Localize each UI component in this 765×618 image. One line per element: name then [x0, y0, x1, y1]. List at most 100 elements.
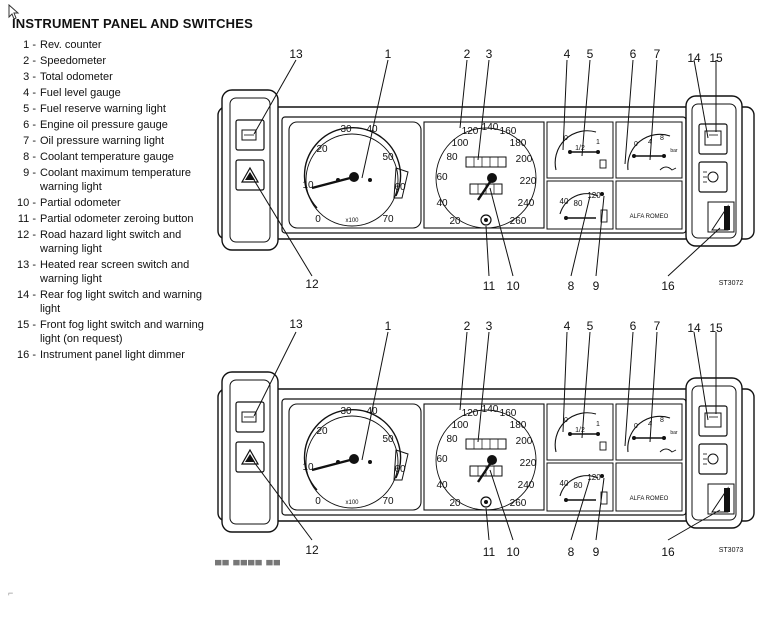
- rev-tick-label: 10: [302, 462, 314, 473]
- callout-label: 5: [587, 319, 594, 333]
- callout-label: 11: [483, 545, 496, 559]
- legend-number: 2 -: [23, 55, 36, 67]
- rev-tick-label: 50: [382, 434, 394, 445]
- callout-label: 4: [564, 319, 571, 333]
- callout-label: 8: [568, 279, 575, 293]
- cursor-icon: [8, 3, 20, 25]
- callout-label: 9: [593, 279, 600, 293]
- leader-lines: [253, 59, 721, 541]
- scan-artifact: ▀▀ ▀▀▀▀ ▀▀: [215, 560, 282, 570]
- coolant-tick-label: 120: [587, 473, 601, 482]
- legend-text: Rev. counter: [40, 39, 102, 51]
- callout-label: 7: [654, 319, 661, 333]
- legend-number: 13 -: [17, 259, 36, 271]
- page-title: INSTRUMENT PANEL AND SWITCHES: [12, 16, 254, 31]
- speed-tick-label: 20: [449, 498, 461, 509]
- legend-number: 10 -: [17, 197, 36, 209]
- speed-tick-label: 100: [452, 138, 469, 149]
- rev-tick-label: 70: [382, 214, 394, 225]
- callout-label: 7: [654, 47, 661, 61]
- brand-label: ALFA ROMEO: [630, 214, 669, 220]
- speed-tick-label: 240: [518, 480, 535, 491]
- callout-label: 3: [486, 319, 493, 333]
- fuel-tick-label: 1/2: [575, 145, 585, 152]
- speed-tick-label: 120: [462, 126, 479, 137]
- legend-item: 11 -Partial odometer zeroing button: [16, 212, 206, 226]
- fuel-tick-label: 0: [564, 135, 568, 142]
- callout-label: 4: [564, 47, 571, 61]
- speed-tick-label: 260: [510, 216, 527, 227]
- speed-tick-label: 240: [518, 198, 535, 209]
- rev-tick-label: 60: [394, 464, 406, 475]
- oil-unit-label: bar: [670, 430, 678, 436]
- legend-item: 6 -Engine oil pressure gauge: [16, 118, 206, 132]
- speed-tick-label: 160: [500, 408, 517, 419]
- legend-item: 1 - Rev. counter: [16, 38, 206, 52]
- legend-text: Oil pressure warning light: [40, 135, 165, 147]
- legend-number: 9 -: [23, 167, 36, 179]
- callout-label: 6: [630, 319, 637, 333]
- rev-tick-label: 70: [382, 496, 394, 507]
- callout-label: 8: [568, 545, 575, 559]
- coolant-tick-label: 40: [560, 197, 569, 206]
- callout-label: 5: [587, 47, 594, 61]
- speed-tick-label: 80: [446, 152, 458, 163]
- rev-tick-label: 0: [315, 214, 321, 225]
- speed-tick-label: 160: [500, 126, 517, 137]
- legend-text: Partial odometer: [40, 197, 121, 209]
- oil-tick-label: 0: [634, 423, 638, 430]
- corner-mark: ⌐: [8, 588, 14, 598]
- legend-number: 16 -: [17, 349, 36, 361]
- speed-tick-label: 80: [446, 434, 458, 445]
- speed-tick-label: 220: [520, 176, 537, 187]
- legend-item: 4 -Fuel level gauge: [16, 86, 206, 100]
- coolant-tick-label: 40: [560, 479, 569, 488]
- rev-tick-label: 0: [315, 496, 321, 507]
- oil-tick-label: 8: [660, 135, 664, 142]
- legend-number: 8 -: [23, 151, 36, 163]
- callout-label: 1: [385, 319, 392, 333]
- rev-tick-label: 30: [340, 406, 352, 417]
- callout-label: 14: [687, 51, 701, 65]
- legend-item: 10 - Partial odometer: [16, 196, 206, 210]
- callout-label: 14: [687, 321, 701, 335]
- speed-tick-label: 180: [510, 138, 527, 149]
- legend-text: Road hazard light switch and warning lig…: [40, 229, 182, 255]
- rev-tick-label: 40: [366, 406, 378, 417]
- callout-label: 16: [661, 545, 675, 559]
- legend-text: Heated rear screen switch and warning li…: [40, 259, 190, 285]
- legend-item: 3 -Total odometer: [16, 70, 206, 84]
- legend-item: 5 -Fuel reserve warning light: [16, 102, 206, 116]
- legend-number: 4 -: [23, 87, 36, 99]
- fuel-tick-label: 1: [596, 139, 600, 146]
- callout-label: 13: [289, 317, 303, 331]
- speed-tick-label: 100: [452, 420, 469, 431]
- speed-tick-label: 220: [520, 458, 537, 469]
- callout-label: 9: [593, 545, 600, 559]
- legend-text: Rear fog light switch and warning light: [40, 289, 203, 315]
- rev-tick-label: 20: [316, 426, 328, 437]
- legend-text: Coolant temperature gauge: [40, 151, 174, 163]
- legend-item: 15 -Front fog light switch and warning l…: [16, 318, 206, 346]
- coolant-tick-label: 120: [587, 191, 601, 200]
- rev-tick-label: 60: [394, 182, 406, 193]
- legend-number: 1 -: [23, 39, 36, 51]
- rev-tick-label: 30: [340, 124, 352, 135]
- oil-tick-label: 4: [648, 421, 652, 428]
- speed-tick-label: 40: [436, 198, 448, 209]
- legend-text: Instrument panel light dimmer: [40, 349, 185, 361]
- callout-label: 15: [709, 51, 723, 65]
- fuel-tick-label: 0: [564, 417, 568, 424]
- speed-tick-label: 200: [516, 436, 533, 447]
- rev-unit-label: x100: [345, 218, 359, 224]
- fuel-tick-label: 1: [596, 421, 600, 428]
- callout-label: 13: [289, 47, 303, 61]
- legend-number: 11 -: [17, 213, 36, 225]
- legend-item: 9 -Coolant maximum temperature warning l…: [16, 166, 206, 194]
- fuel-tick-label: 1/2: [575, 427, 585, 434]
- coolant-tick-label: 80: [574, 199, 583, 208]
- legend-number: 14 -: [17, 289, 36, 301]
- rev-tick-label: 10: [302, 180, 314, 191]
- callout-label: 2: [464, 319, 471, 333]
- callout-label: 15: [709, 321, 723, 335]
